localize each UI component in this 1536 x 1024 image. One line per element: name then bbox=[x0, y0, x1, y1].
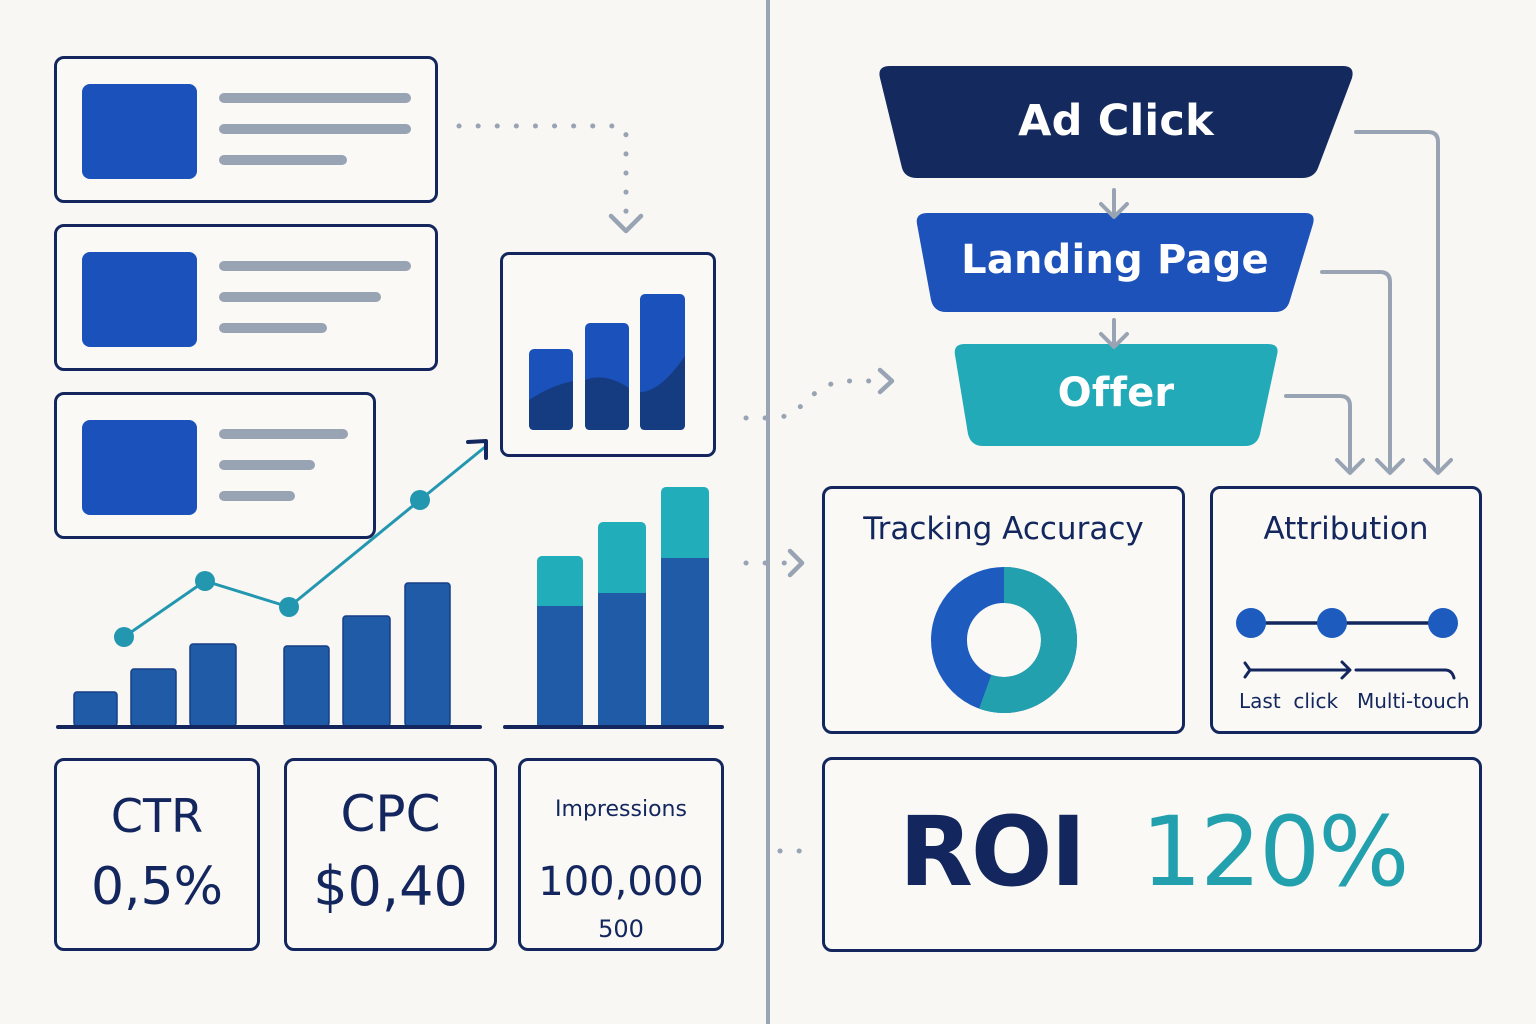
impressions-sub-value: 500 bbox=[598, 915, 644, 943]
funnel-ad-click-shape bbox=[879, 66, 1353, 178]
trend-arrow-icon bbox=[466, 439, 488, 460]
funnel-step-ad-click[interactable]: Ad Click bbox=[880, 66, 1352, 178]
funnel-landing-page-shape bbox=[916, 213, 1314, 312]
ad-text-line bbox=[219, 124, 411, 134]
attribution-title: Attribution bbox=[1263, 511, 1429, 547]
ad-image-placeholder bbox=[82, 420, 197, 515]
tracking-accuracy-title: Tracking Accuracy bbox=[863, 511, 1144, 547]
roi-value: 120% bbox=[1141, 796, 1409, 908]
ad-card-3[interactable] bbox=[54, 392, 376, 539]
attribution-model-last-click[interactable]: Last click bbox=[1239, 689, 1339, 713]
ad-image-placeholder bbox=[82, 84, 197, 179]
ctr-label: CTR bbox=[110, 789, 204, 843]
ad-text-line bbox=[219, 491, 295, 501]
impressions-label: Impressions bbox=[555, 797, 687, 822]
cpc-label: CPC bbox=[340, 785, 441, 843]
ad-text-line bbox=[219, 261, 411, 271]
funnel-offer-shape bbox=[954, 344, 1278, 446]
roi-label: ROI bbox=[899, 796, 1086, 908]
cpc-value: $0,40 bbox=[313, 855, 468, 918]
ad-text-line bbox=[219, 460, 315, 470]
ad-text-line bbox=[219, 93, 411, 103]
ad-card-1[interactable] bbox=[54, 56, 438, 203]
attribution-model-multi-touch[interactable]: Multi-touch bbox=[1357, 689, 1470, 713]
funnel-step-offer[interactable]: Offer bbox=[955, 344, 1277, 446]
impressions-value: 100,000 bbox=[538, 859, 704, 905]
ad-image-placeholder bbox=[82, 252, 197, 347]
impressions-metric-card[interactable]: Impressions 100,000 500 bbox=[518, 758, 724, 951]
ad-text-line bbox=[219, 292, 381, 302]
funnel-step-label: Offer bbox=[1057, 370, 1175, 416]
funnel-step-landing-page[interactable]: Landing Page bbox=[917, 213, 1313, 312]
cpc-metric-card[interactable]: CPC $0,40 bbox=[284, 758, 497, 951]
ctr-metric-card[interactable]: CTR 0,5% bbox=[54, 758, 260, 951]
ad-text-line bbox=[219, 155, 347, 165]
funnel-step-label: Ad Click bbox=[1018, 96, 1214, 146]
funnel-step-label: Landing Page bbox=[961, 237, 1269, 283]
ad-text-line bbox=[219, 323, 327, 333]
ctr-value: 0,5% bbox=[90, 857, 224, 917]
roi-panel[interactable]: ROI 120% bbox=[822, 757, 1482, 952]
section-divider bbox=[766, 0, 770, 1024]
ad-card-2[interactable] bbox=[54, 224, 438, 371]
ad-text-line bbox=[219, 429, 348, 439]
